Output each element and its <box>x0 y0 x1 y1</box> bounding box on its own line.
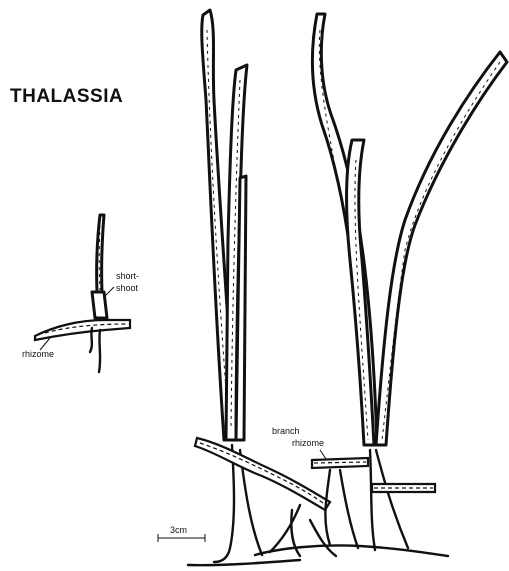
branch-rhizome-leader <box>320 450 326 459</box>
branch-rhizome-label-line2: rhizome <box>292 438 324 448</box>
short-shoot-label-line1: short- <box>116 271 139 281</box>
rhizome-label: rhizome <box>22 349 54 359</box>
scale-bar <box>158 534 205 542</box>
right-shoot <box>312 14 507 550</box>
left-shoot <box>202 10 262 562</box>
short-shoot-label-line2: shoot <box>116 283 139 293</box>
scale-bar-label: 3cm <box>170 525 187 535</box>
rhizome-network <box>195 438 435 510</box>
branch-rhizome-label-line1: branch <box>272 426 300 436</box>
short-shoot-leader <box>105 287 114 296</box>
